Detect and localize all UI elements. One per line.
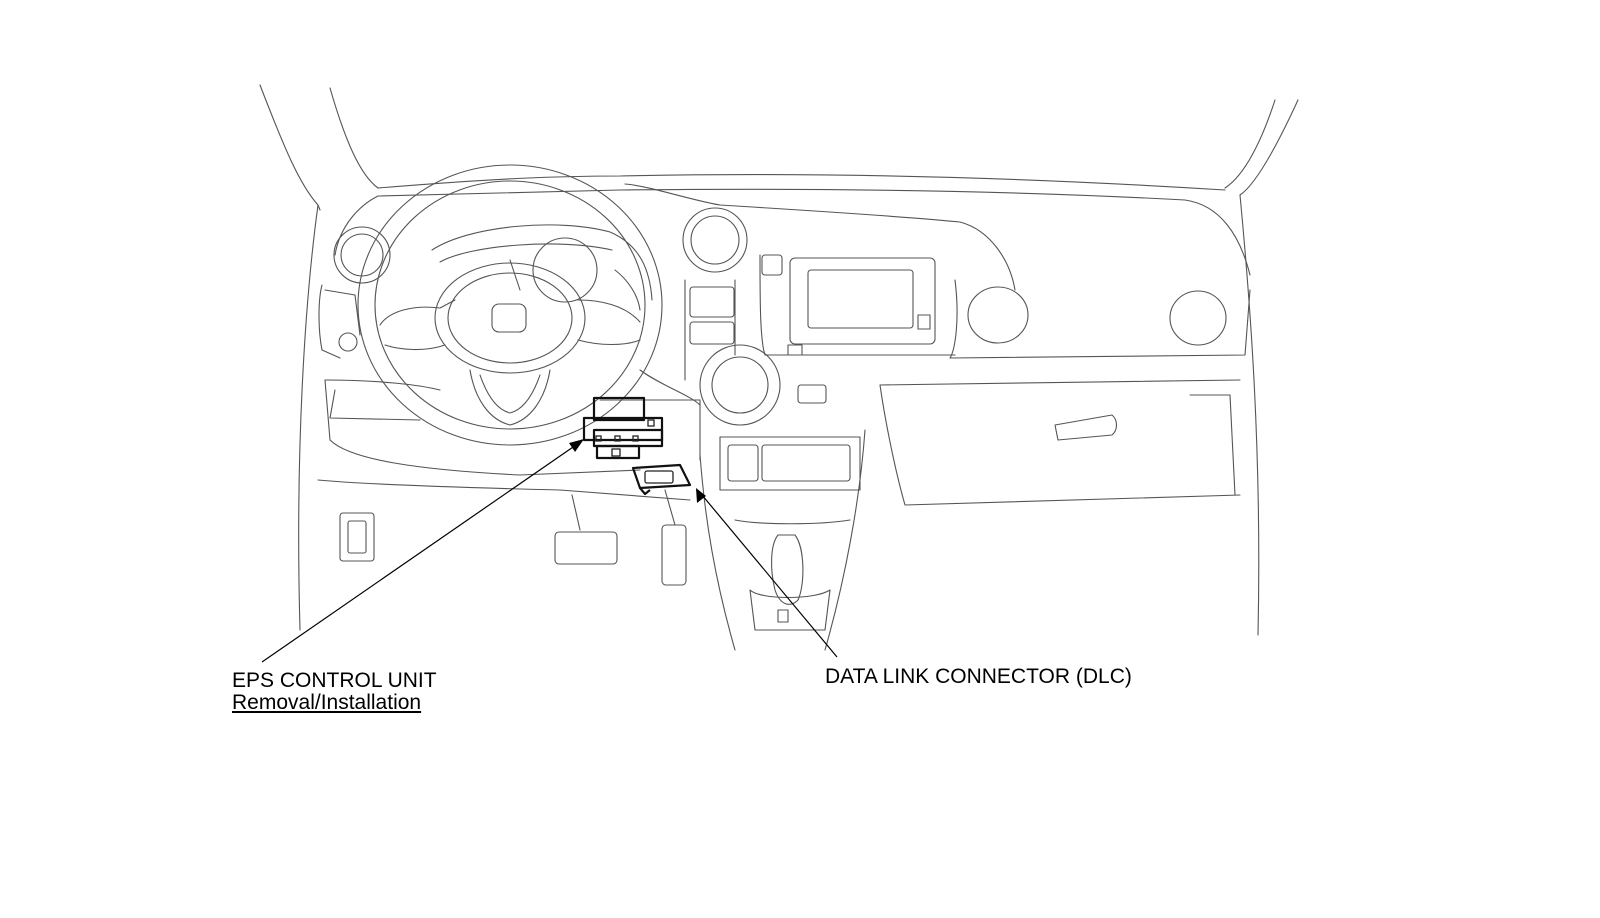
eps-control-unit-label: EPS CONTROL UNIT xyxy=(232,669,437,692)
right-a-pillar xyxy=(1224,99,1299,636)
eps-leader-line xyxy=(261,439,584,663)
navigation-display xyxy=(759,254,956,356)
lower-dashboard-left xyxy=(317,369,701,501)
instrument-cluster xyxy=(431,224,653,311)
data-link-connector-label: DATA LINK CONNECTOR (DLC) xyxy=(825,665,1132,688)
dashboard-top xyxy=(334,173,1251,291)
left-vent xyxy=(318,226,391,359)
dlc-leader-line xyxy=(696,488,838,658)
eps-control-unit xyxy=(582,396,664,460)
left-a-pillar xyxy=(259,84,379,631)
gear-shifter xyxy=(699,429,866,651)
eps-removal-installation-link[interactable]: Removal/Installation xyxy=(232,691,422,714)
steering-wheel xyxy=(357,164,663,446)
steering-hub xyxy=(434,262,586,374)
climate-dial xyxy=(699,344,861,491)
accelerator-pedal xyxy=(661,489,687,586)
passenger-dashboard xyxy=(879,279,1251,506)
data-link-connector xyxy=(631,463,692,496)
center-console xyxy=(682,207,783,381)
clutch-pedal xyxy=(554,494,618,565)
left-door-switch xyxy=(339,512,375,562)
